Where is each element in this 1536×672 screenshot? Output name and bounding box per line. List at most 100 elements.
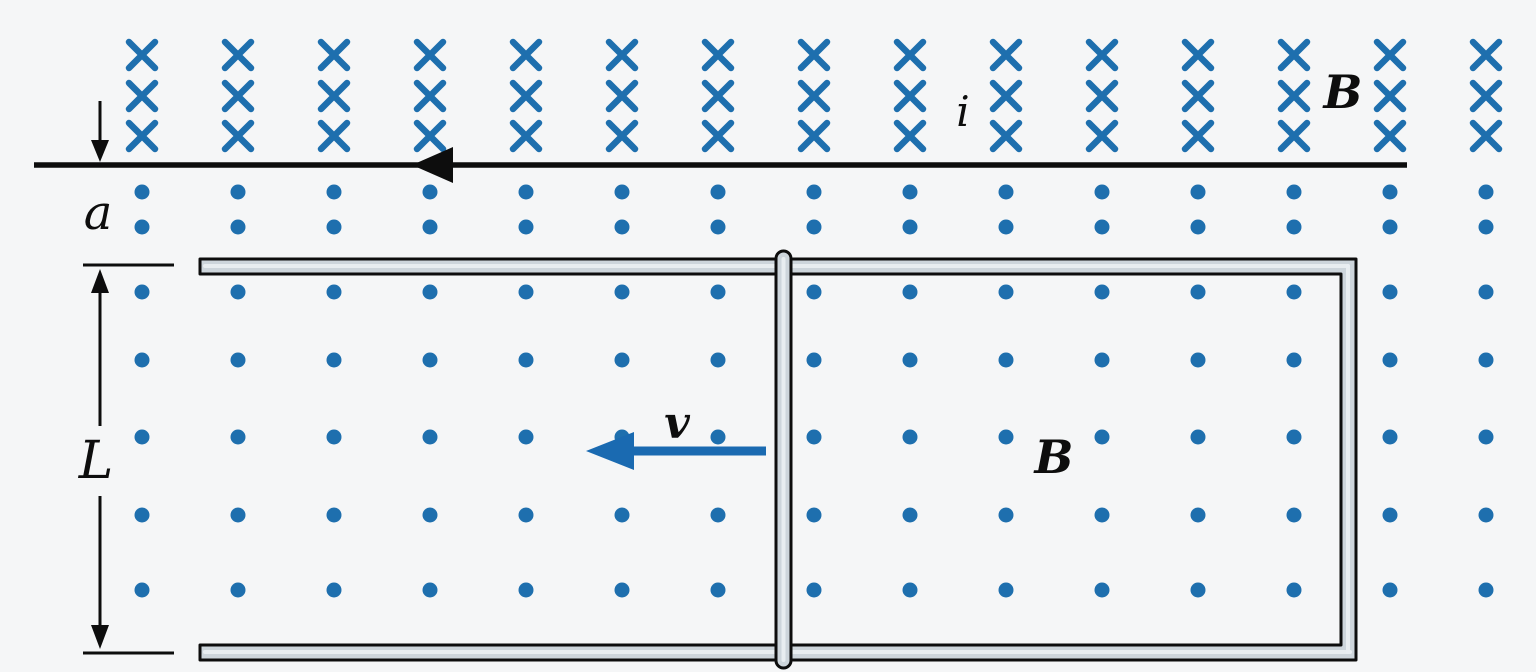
cross-symbol <box>1277 38 1311 72</box>
dot-symbol <box>998 507 1014 523</box>
label-i: i <box>956 87 969 136</box>
dot-symbol <box>710 507 726 523</box>
straight-wire <box>34 147 1407 183</box>
label-v: v <box>664 398 690 449</box>
dot-symbol <box>134 184 150 200</box>
dot-symbol <box>230 184 246 200</box>
cross-symbol <box>221 38 255 72</box>
cross-symbol <box>221 119 255 153</box>
dot-symbol <box>326 184 342 200</box>
cross-symbol <box>221 79 255 113</box>
dot-symbol <box>326 429 342 445</box>
dot-symbol <box>230 429 246 445</box>
cross-symbol <box>1469 119 1503 153</box>
dot-symbol <box>1478 429 1494 445</box>
label-L: L <box>78 431 114 491</box>
cross-symbol <box>1373 38 1407 72</box>
dot-symbol <box>326 352 342 368</box>
dot-symbol <box>1094 284 1110 300</box>
cross-symbol <box>509 38 543 72</box>
dot-symbol <box>134 284 150 300</box>
dot-symbol <box>1286 284 1302 300</box>
dot-symbol <box>710 284 726 300</box>
dot-symbol <box>614 184 630 200</box>
dot-symbol <box>518 352 534 368</box>
dot-symbol <box>134 507 150 523</box>
dot-symbol <box>998 184 1014 200</box>
cross-symbol <box>1373 79 1407 113</box>
dot-symbol <box>1094 429 1110 445</box>
cross-symbol <box>989 79 1023 113</box>
dot-symbol <box>998 582 1014 598</box>
dot-symbol <box>614 507 630 523</box>
velocity-arrowhead <box>586 432 634 470</box>
cross-symbol <box>605 38 639 72</box>
cross-symbol <box>317 38 351 72</box>
dot-symbol <box>422 284 438 300</box>
dot-symbol <box>710 582 726 598</box>
current-direction-arrowhead <box>412 147 453 183</box>
dot-symbol <box>134 352 150 368</box>
dot-symbol <box>902 582 918 598</box>
dot-symbol <box>1478 184 1494 200</box>
cross-symbol <box>989 38 1023 72</box>
dot-symbol <box>1286 429 1302 445</box>
cross-symbol <box>509 79 543 113</box>
dot-symbol <box>1478 284 1494 300</box>
dot-symbol <box>806 507 822 523</box>
dot-symbol <box>1382 284 1398 300</box>
dot-symbol <box>902 352 918 368</box>
dot-symbol <box>1478 352 1494 368</box>
dot-symbol <box>1190 507 1206 523</box>
dot-symbol <box>902 507 918 523</box>
dot-symbol <box>1190 184 1206 200</box>
dot-symbol <box>998 352 1014 368</box>
dot-symbol <box>1286 507 1302 523</box>
cross-symbol <box>893 38 927 72</box>
dot-symbol <box>806 352 822 368</box>
dot-symbol <box>326 219 342 235</box>
dot-symbol <box>1094 184 1110 200</box>
cross-symbol <box>1277 79 1311 113</box>
cross-symbol <box>1181 119 1215 153</box>
dot-symbol <box>1382 184 1398 200</box>
label-a: a <box>84 185 113 241</box>
dot-symbol <box>710 352 726 368</box>
cross-symbol <box>1085 79 1119 113</box>
dot-symbol <box>1094 352 1110 368</box>
dot-symbol <box>1478 582 1494 598</box>
cross-symbol <box>1085 119 1119 153</box>
dot-symbol <box>1382 352 1398 368</box>
dot-symbol <box>1094 219 1110 235</box>
dot-symbol <box>230 582 246 598</box>
dot-symbol <box>1190 219 1206 235</box>
cross-symbol <box>125 38 159 72</box>
dot-symbol <box>806 184 822 200</box>
dot-symbol <box>134 582 150 598</box>
dot-symbol <box>326 284 342 300</box>
label-B-out-of-page: B <box>1033 430 1074 484</box>
cross-symbol <box>797 79 831 113</box>
dot-symbol <box>902 184 918 200</box>
dot-symbol <box>134 429 150 445</box>
velocity-arrow <box>586 432 766 470</box>
cross-symbol <box>701 79 735 113</box>
dot-symbol <box>614 582 630 598</box>
dot-symbol <box>134 219 150 235</box>
dot-symbol <box>518 582 534 598</box>
dot-symbol <box>230 352 246 368</box>
dot-symbol <box>326 507 342 523</box>
field-out-of-page-symbols-upper <box>134 184 1494 235</box>
dot-symbol <box>902 284 918 300</box>
length-L-dimension <box>83 263 174 655</box>
L-arrowhead-down <box>91 625 109 649</box>
cross-symbol <box>413 38 447 72</box>
dot-symbol <box>1286 219 1302 235</box>
dot-symbol <box>1382 507 1398 523</box>
cross-symbol <box>701 38 735 72</box>
dot-symbol <box>614 284 630 300</box>
cross-symbol <box>125 119 159 153</box>
dot-symbol <box>422 352 438 368</box>
dot-symbol <box>1478 507 1494 523</box>
